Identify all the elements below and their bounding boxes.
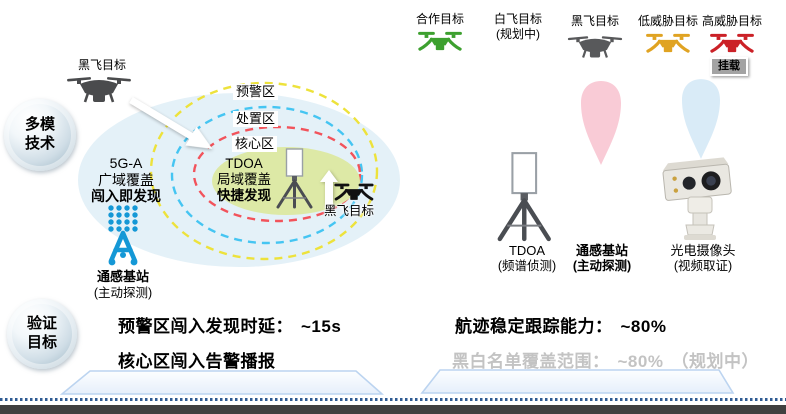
warning-zone-ellipse xyxy=(149,81,379,261)
multi-mode-line2: 技术 xyxy=(24,135,55,152)
legend-item-cooperative: 合作目标 xyxy=(404,12,476,58)
tdoa-line1: TDOA xyxy=(225,156,263,171)
metric-core-alarm: 核心区闯入告警播报 xyxy=(118,347,276,372)
device-desc: (频谱侦测) xyxy=(497,259,557,274)
legend-label: 低威胁目标 xyxy=(637,14,698,28)
device-label-tdoa: TDOA (频谱侦测) xyxy=(487,243,567,275)
device-desc: (视频取证) xyxy=(673,259,733,274)
coverage-5ga-line3: 闯入即发现 xyxy=(91,188,161,205)
tdoa-line2: 局域覆盖 xyxy=(217,171,271,187)
drone-icon xyxy=(645,32,691,60)
device-desc: (主动探测) xyxy=(572,259,632,274)
zone-label-warning: 预警区 xyxy=(233,84,279,100)
verify-line1: 验证 xyxy=(26,315,57,333)
tdoa-coverage-ellipse xyxy=(212,147,360,215)
drone-icon xyxy=(709,32,755,60)
metric-tracking: 航迹稳定跟踪能力： ~80% xyxy=(455,312,666,337)
ascend-arrow xyxy=(320,170,338,208)
blue-detection-beam xyxy=(682,79,720,159)
legend-label: 黑飞目标 xyxy=(570,14,619,28)
legend-label: 白飞目标 xyxy=(493,12,542,26)
metric-label: 黑白名单覆盖范围： xyxy=(452,352,610,371)
metric-whitelist: 黑白名单覆盖范围： ~80% （规划中） xyxy=(452,347,759,372)
metric-value: ~80% xyxy=(620,317,667,336)
verify-line2: 目标 xyxy=(26,334,57,351)
drone-icon xyxy=(564,32,626,66)
right-platform xyxy=(420,369,735,394)
tdoa-tripod-icon-small xyxy=(270,148,320,212)
dotted-divider xyxy=(0,398,786,401)
tdoa-tripod-icon-large xyxy=(488,150,562,248)
legend-item-black: 黑飞目标 xyxy=(557,14,633,66)
left-platform xyxy=(60,370,384,395)
core-intruder-label: 黑飞目标 xyxy=(324,204,375,218)
metric-value: ~80% xyxy=(617,352,664,371)
verify-goal-badge: 验证 目标 xyxy=(7,299,77,369)
left-station-desc: (主动探测) xyxy=(93,285,153,300)
legend-item-low-threat: 低威胁目标 xyxy=(630,14,706,60)
left-station-name: 通感基站 xyxy=(96,269,149,284)
intrusion-arrow xyxy=(129,96,213,149)
handling-zone-ellipse xyxy=(170,105,364,245)
intruder-drone-icon xyxy=(66,72,132,112)
legend-sublabel: (规划中) xyxy=(496,27,540,41)
metric-label: 预警区闯入发现时延： xyxy=(118,317,293,336)
device-label-camera: 光电摄像头 (视频取证) xyxy=(660,243,746,275)
base-station-icon xyxy=(108,205,138,266)
metric-label: 核心区闯入告警播报 xyxy=(118,352,276,371)
metric-detect-delay: 预警区闯入发现时延： ~15s xyxy=(118,312,341,337)
device-name: TDOA xyxy=(508,243,546,258)
intruder-drone-label: 黑飞目标 xyxy=(77,58,126,72)
coverage-5ga-line1: 5G-A xyxy=(109,155,143,171)
legend-label: 合作目标 xyxy=(415,12,464,26)
multi-mode-line1: 多模 xyxy=(24,116,55,134)
device-name: 光电摄像头 xyxy=(670,243,736,258)
zone-label-handling: 处置区 xyxy=(233,111,279,127)
coverage-5ga-line2: 广域覆盖 xyxy=(98,171,154,188)
device-name: 通感基站 xyxy=(575,243,628,258)
legend-item-white: 白飞目标 (规划中) xyxy=(482,12,554,42)
coverage-zones-graphic xyxy=(78,81,400,267)
coverage-5ga-text: 5G-A 广域覆盖 闯入即发现 xyxy=(76,155,176,205)
tdoa-line3: 快捷发现 xyxy=(217,187,271,203)
tdoa-local-text: TDOA 局域覆盖 快捷发现 xyxy=(196,156,292,204)
device-label-base-station: 通感基站 (主动探测) xyxy=(562,243,642,275)
multi-mode-badge: 多模 技术 xyxy=(4,99,76,171)
bottom-bar xyxy=(0,405,786,414)
left-station-label: 通感基站 (主动探测) xyxy=(73,269,173,302)
metric-label: 航迹稳定跟踪能力： xyxy=(455,317,613,336)
core-zone-ellipse xyxy=(192,125,362,223)
legend-label: 高威胁目标 xyxy=(701,14,762,28)
zone-label-core: 核心区 xyxy=(232,136,278,152)
payload-badge: 挂载 xyxy=(710,57,748,76)
metric-value: ~15s xyxy=(301,317,342,336)
optical-camera-icon xyxy=(662,157,732,240)
legend-item-high-threat: 高威胁目标 挂载 xyxy=(694,14,770,76)
drone-icon xyxy=(417,30,463,58)
pink-detection-beam xyxy=(581,81,621,165)
metric-note: （规划中） xyxy=(671,352,759,371)
